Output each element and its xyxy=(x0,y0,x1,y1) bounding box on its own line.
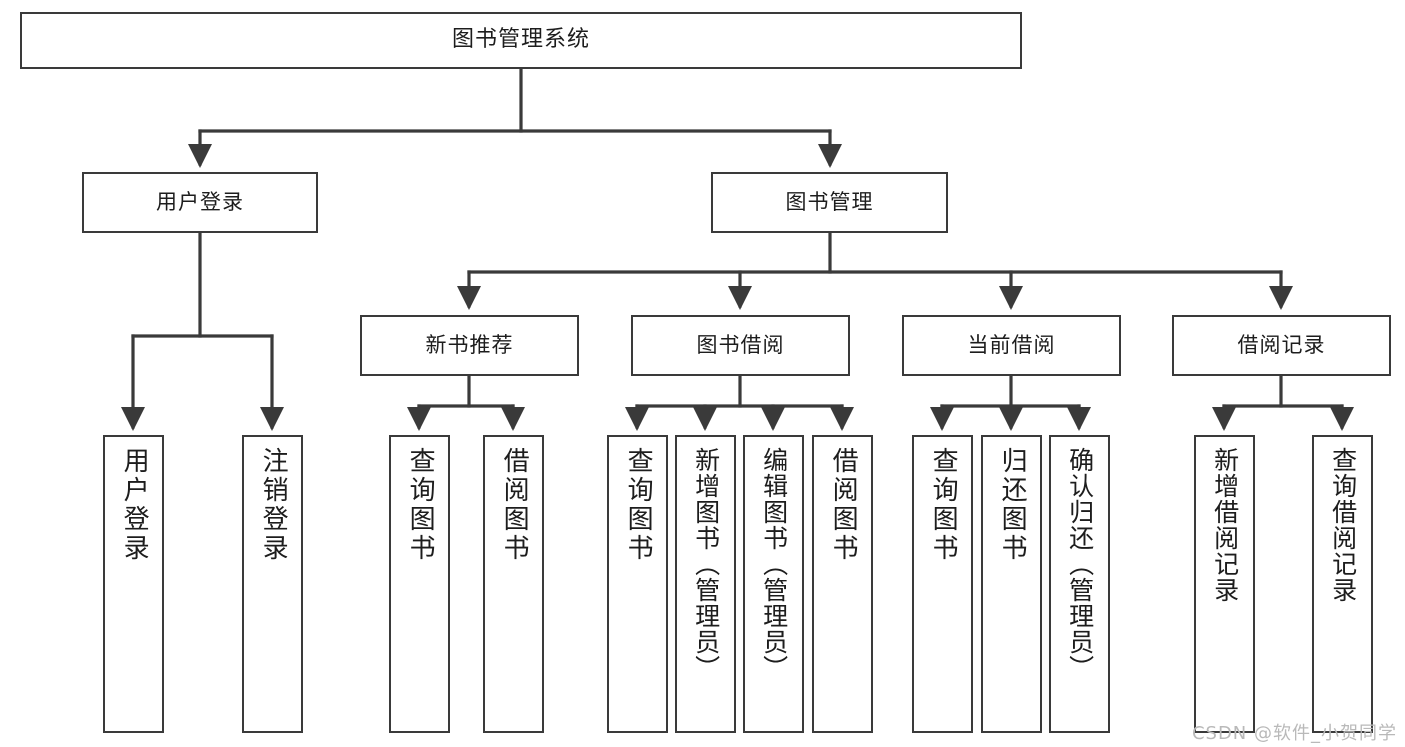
node-book-borrow[interactable]: 图书借阅 xyxy=(631,315,850,376)
node-leaf-add-record[interactable]: 新增借阅记录 xyxy=(1194,435,1255,733)
node-label: 当前借阅 xyxy=(967,332,1056,357)
node-book-management[interactable]: 图书管理 xyxy=(711,172,948,233)
node-label: 图书借阅 xyxy=(696,332,785,357)
node-leaf-user-logout[interactable]: 注销登录 xyxy=(242,435,303,733)
node-leaf-user-login[interactable]: 用户登录 xyxy=(103,435,164,733)
node-label: 查询图书 xyxy=(405,447,436,563)
node-label: 确认归还（管理员） xyxy=(1065,447,1095,681)
node-label: 新增借阅记录 xyxy=(1210,447,1240,603)
node-label: 注销登录 xyxy=(258,447,289,563)
node-label: 借阅记录 xyxy=(1237,332,1326,357)
node-leaf-add-book[interactable]: 新增图书（管理员） xyxy=(675,435,736,733)
node-label: 图书管理 xyxy=(785,189,874,214)
node-root[interactable]: 图书管理系统 xyxy=(20,12,1022,69)
node-user-login[interactable]: 用户登录 xyxy=(82,172,318,233)
node-leaf-confirm-return[interactable]: 确认归还（管理员） xyxy=(1049,435,1110,733)
node-leaf-query-book-3[interactable]: 查询图书 xyxy=(912,435,973,733)
node-leaf-query-book-1[interactable]: 查询图书 xyxy=(389,435,450,733)
node-label: 新增图书（管理员） xyxy=(691,447,721,681)
node-label: 新书推荐 xyxy=(425,332,514,357)
node-label: 借阅图书 xyxy=(828,447,859,563)
node-leaf-return-book[interactable]: 归还图书 xyxy=(981,435,1042,733)
node-label: 查询图书 xyxy=(623,447,654,563)
node-label: 归还图书 xyxy=(997,447,1028,563)
node-leaf-edit-book[interactable]: 编辑图书（管理员） xyxy=(743,435,804,733)
node-label: 编辑图书（管理员） xyxy=(759,447,789,681)
node-label: 图书管理系统 xyxy=(451,27,590,53)
node-borrow-record[interactable]: 借阅记录 xyxy=(1172,315,1391,376)
node-leaf-query-book-2[interactable]: 查询图书 xyxy=(607,435,668,733)
node-label: 用户登录 xyxy=(119,447,150,563)
node-current-borrow[interactable]: 当前借阅 xyxy=(902,315,1121,376)
node-leaf-borrow-book-2[interactable]: 借阅图书 xyxy=(812,435,873,733)
node-leaf-borrow-book-1[interactable]: 借阅图书 xyxy=(483,435,544,733)
node-label: 用户登录 xyxy=(156,189,244,214)
node-label: 查询借阅记录 xyxy=(1328,447,1358,603)
node-new-book-recommend[interactable]: 新书推荐 xyxy=(360,315,579,376)
node-label: 借阅图书 xyxy=(499,447,530,563)
node-leaf-query-record[interactable]: 查询借阅记录 xyxy=(1312,435,1373,733)
node-label: 查询图书 xyxy=(928,447,959,563)
